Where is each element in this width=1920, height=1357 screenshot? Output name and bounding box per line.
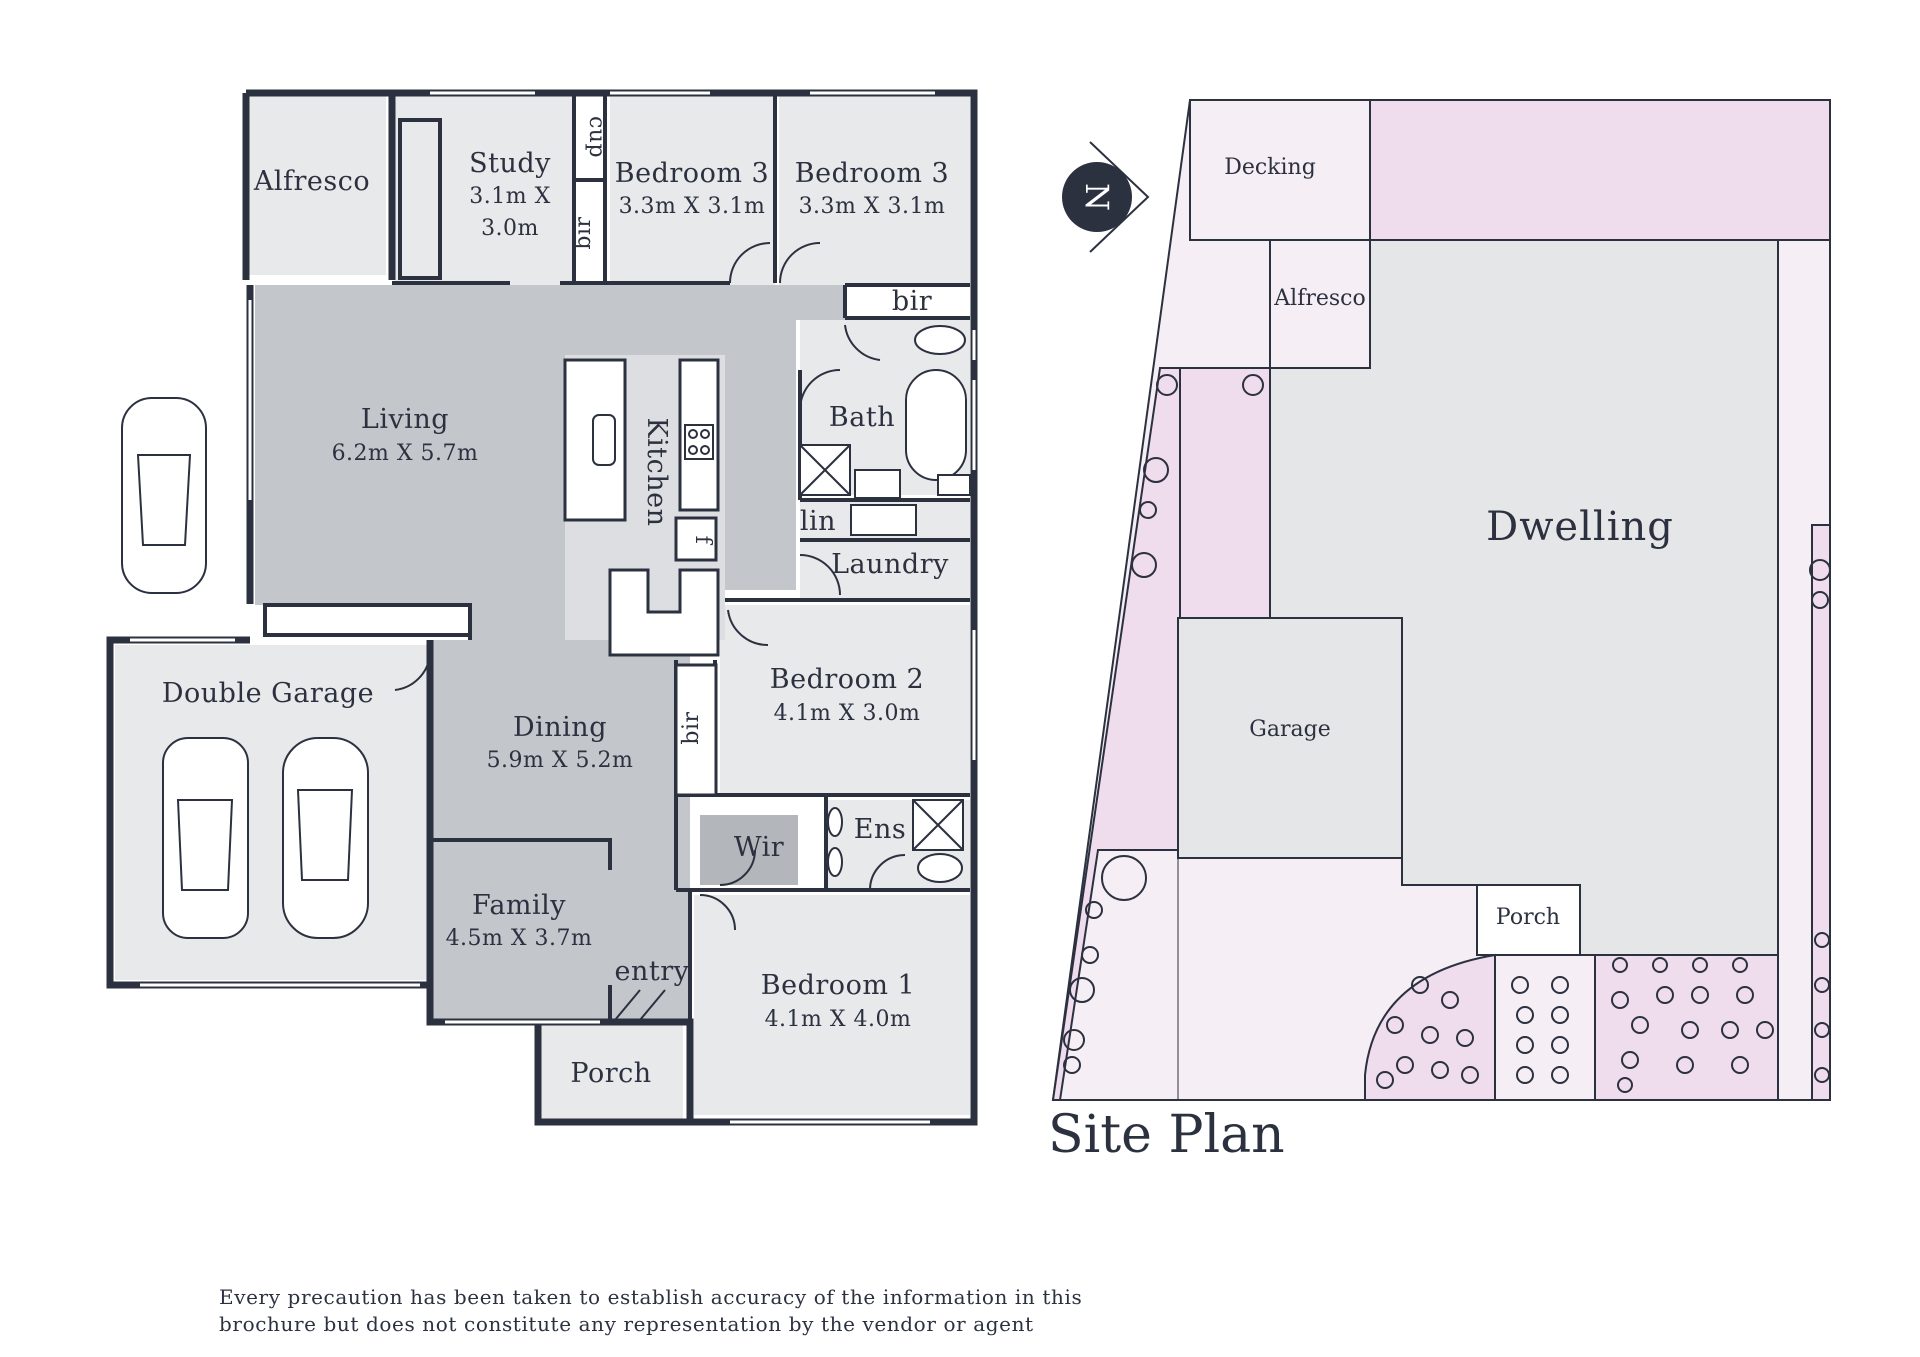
linen-label: lin <box>800 506 836 537</box>
bedroom3b-label: Bedroom 3 <box>795 158 949 189</box>
family-label: Family <box>472 890 566 921</box>
study-area <box>395 95 575 285</box>
shrubs <box>1063 374 1831 1093</box>
bedroom2-dimension: 4.1m X 3.0m <box>774 701 921 726</box>
study-dimension-1: 3.1m X <box>469 184 551 209</box>
living-dimension: 6.2m X 5.7m <box>332 441 479 466</box>
interior-walls <box>263 95 970 1022</box>
study-label: Study <box>469 148 551 179</box>
porch-area <box>538 1025 683 1120</box>
wir-area <box>700 815 798 885</box>
site-porch-label: Porch <box>1496 905 1560 930</box>
bedroom1-label: Bedroom 1 <box>761 970 915 1001</box>
bedroom2-label: Bedroom 2 <box>770 664 924 695</box>
cupboard-label: cup <box>584 116 609 158</box>
north-arrow-circle <box>1062 162 1132 232</box>
windows <box>130 91 976 1124</box>
dining-dimension: 5.9m X 5.2m <box>487 748 634 773</box>
family-dimension: 4.5m X 3.7m <box>446 926 593 951</box>
floor-plan: Alfresco Study 3.1m X 3.0m Bedroom 3 3.3… <box>106 89 978 1126</box>
bedroom3a-dimension: 3.3m X 3.1m <box>619 194 766 219</box>
rear-garden-bed <box>1369 99 1831 241</box>
site-plan: N Decking Alfresco Dwelling Garage Porch… <box>1048 99 1831 1165</box>
site-garage-label: Garage <box>1249 717 1330 742</box>
dining-label: Dining <box>513 712 607 743</box>
porch-label: Porch <box>570 1058 651 1089</box>
study-robe-label: bir <box>571 216 596 249</box>
car-outline-garage-left <box>162 737 249 939</box>
site-plan-title: Site Plan <box>1048 1105 1285 1165</box>
bedroom3a-label: Bedroom 3 <box>615 158 769 189</box>
bath-fixtures <box>799 325 971 883</box>
decking-area <box>1189 99 1371 241</box>
ensuite-label: Ens <box>854 814 906 845</box>
bedroom1-dimension: 4.1m X 4.0m <box>765 1007 912 1032</box>
north-arrow-chevron <box>1089 141 1150 253</box>
fridge-label: f <box>690 536 715 546</box>
laundry-label: Laundry <box>831 549 949 580</box>
left-garden-strip <box>1051 367 1181 1101</box>
kitchen-sink <box>592 414 714 466</box>
disclaimer-line-1: Every precaution has been taken to estab… <box>219 1285 1083 1309</box>
car-outline-garage-right <box>282 737 369 939</box>
bedroom2-robe-label: bir <box>679 711 704 744</box>
disclaimer: Every precaution has been taken to estab… <box>219 1284 1082 1338</box>
kitchen-label: Kitchen <box>641 417 672 526</box>
front-garden-bed-middle <box>1494 954 1596 1101</box>
bedroom3b-area <box>779 95 970 285</box>
doors <box>394 242 906 1021</box>
living-label: Living <box>361 404 449 435</box>
double-garage-label: Double Garage <box>162 678 374 709</box>
front-garden-bed-right <box>1594 954 1779 1101</box>
north-label: N <box>1078 183 1116 211</box>
site-alfresco <box>1269 239 1371 369</box>
kitchen-fixtures <box>563 358 720 797</box>
bedroom3b-dimension: 3.3m X 3.1m <box>799 194 946 219</box>
site-dwelling-label: Dwelling <box>1486 504 1674 550</box>
disclaimer-line-2: brochure but does not constitute any rep… <box>219 1312 1034 1336</box>
side-garden-bed <box>1179 367 1271 619</box>
alfresco-area <box>246 95 386 275</box>
bedroom1-area <box>694 895 970 1115</box>
alfresco-label: Alfresco <box>253 166 370 197</box>
site-garage <box>1177 617 1403 859</box>
bedroom2-area <box>720 605 970 795</box>
site-alfresco-label: Alfresco <box>1273 286 1365 311</box>
site-decking-label: Decking <box>1224 155 1316 180</box>
right-garden-strip <box>1811 524 1831 1101</box>
bath-label: Bath <box>829 402 895 433</box>
bedroom3a-area <box>610 95 775 285</box>
wir-label: Wir <box>734 832 784 863</box>
car-outline-driveway <box>121 397 207 594</box>
north-arrow: N <box>1062 141 1150 253</box>
study-dimension-2: 3.0m <box>481 216 539 241</box>
site-porch <box>1476 884 1581 956</box>
entry-label: entry <box>615 956 690 987</box>
hall-robe-label: bir <box>892 286 932 317</box>
